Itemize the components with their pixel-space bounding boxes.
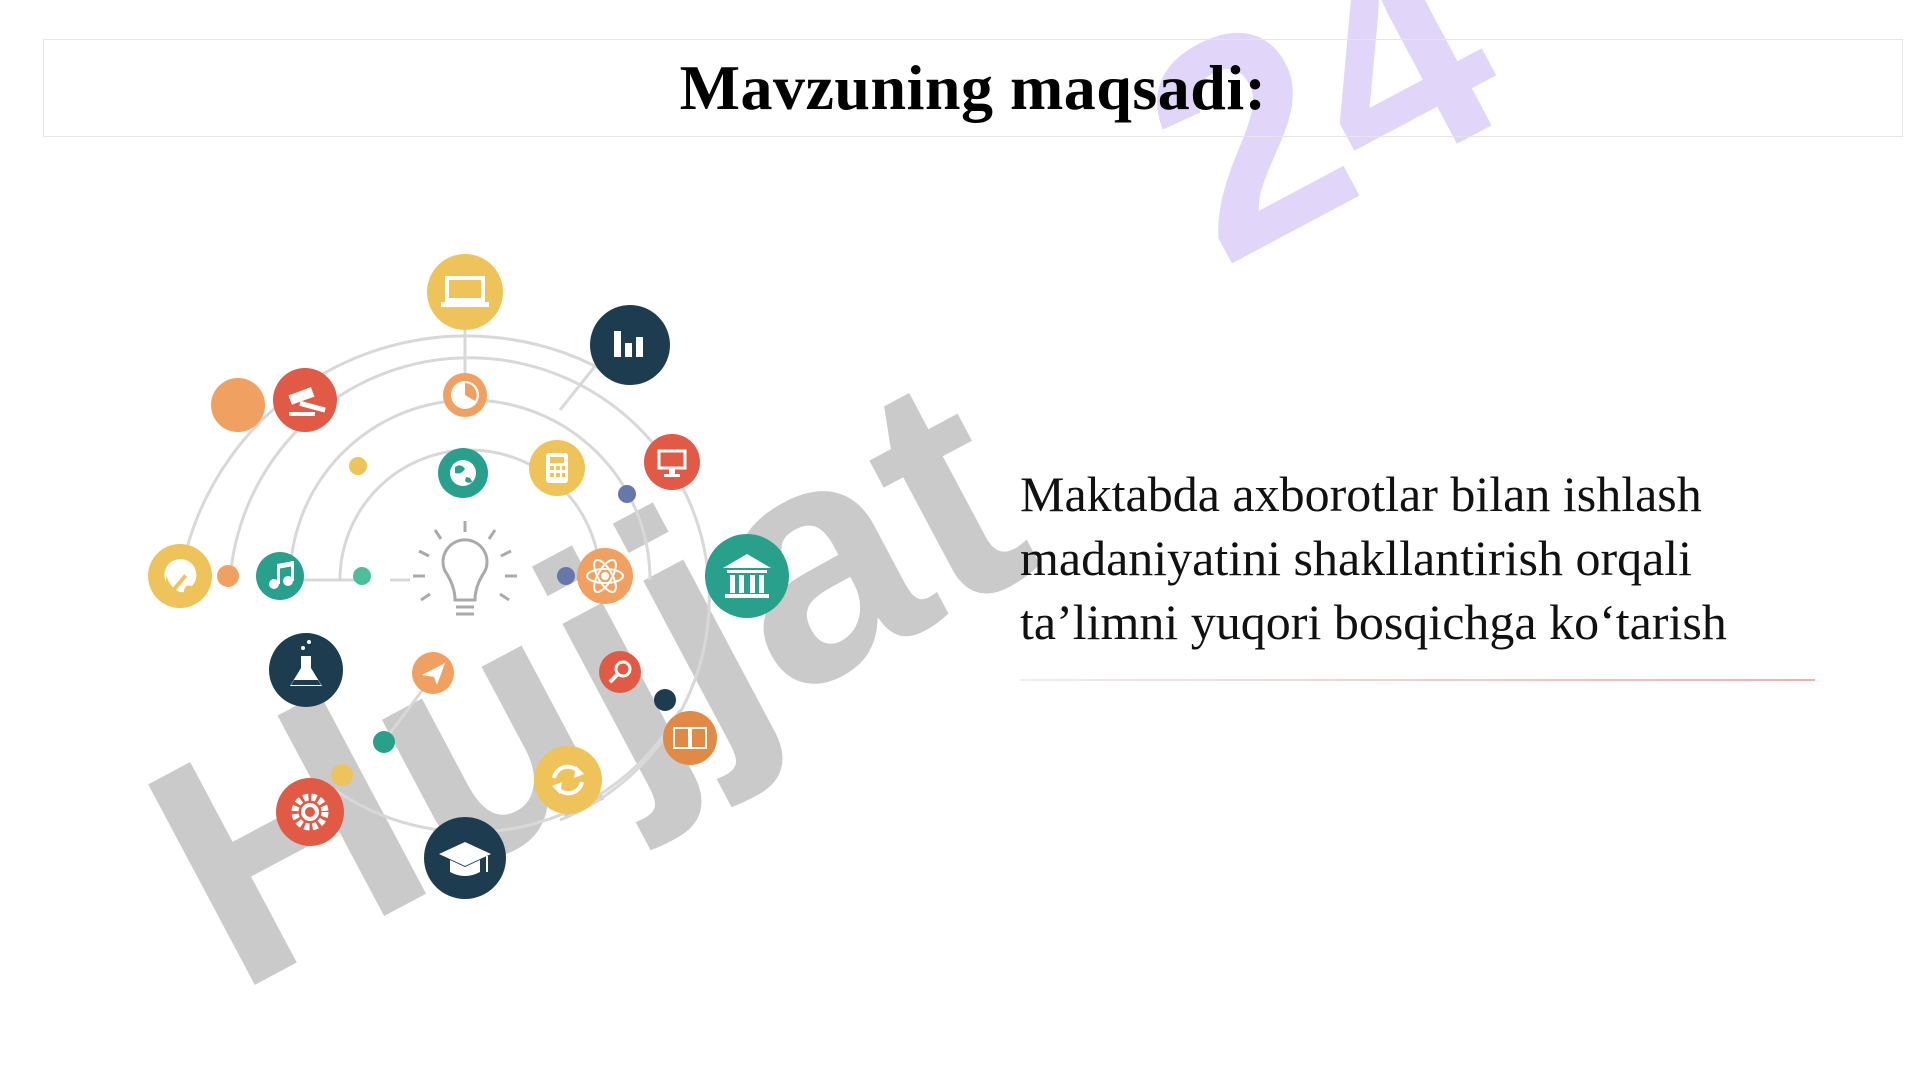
music-note-icon	[256, 552, 304, 600]
magnifier-icon	[599, 651, 641, 693]
body-underline	[1020, 679, 1815, 681]
gear-icon	[276, 778, 344, 846]
graduation-cap-icon	[424, 817, 506, 899]
lightbulb-icon	[413, 521, 517, 616]
refresh-icon	[534, 746, 602, 814]
slide-title: Mavzuning maqsadi:	[679, 52, 1267, 123]
globe-icon	[438, 448, 488, 498]
network-dots	[211, 378, 676, 786]
education-icon-network	[148, 254, 789, 899]
monitor-icon	[644, 434, 700, 490]
gavel-icon	[273, 368, 337, 432]
slide-body: Maktabda axborotlar bilan ishlash madani…	[1020, 462, 1840, 654]
book-icon	[663, 711, 717, 765]
paper-plane-icon	[412, 652, 454, 694]
flask-icon	[269, 633, 343, 707]
body-line-3: ta’limni yuqori bosqichga ko‘tarish	[1020, 594, 1727, 650]
palette-icon	[148, 544, 212, 608]
museum-icon	[705, 534, 789, 618]
body-line-1: Maktabda axborotlar bilan ishlash	[1020, 466, 1702, 522]
bar-chart-icon	[590, 305, 670, 385]
atom-icon	[577, 548, 633, 604]
laptop-icon	[427, 254, 503, 330]
body-line-2: madaniyatini shakllantirish orqali	[1020, 530, 1693, 586]
calculator-icon	[529, 440, 585, 496]
title-box: Mavzuning maqsadi:	[43, 39, 1903, 137]
pie-chart-icon	[443, 373, 487, 417]
